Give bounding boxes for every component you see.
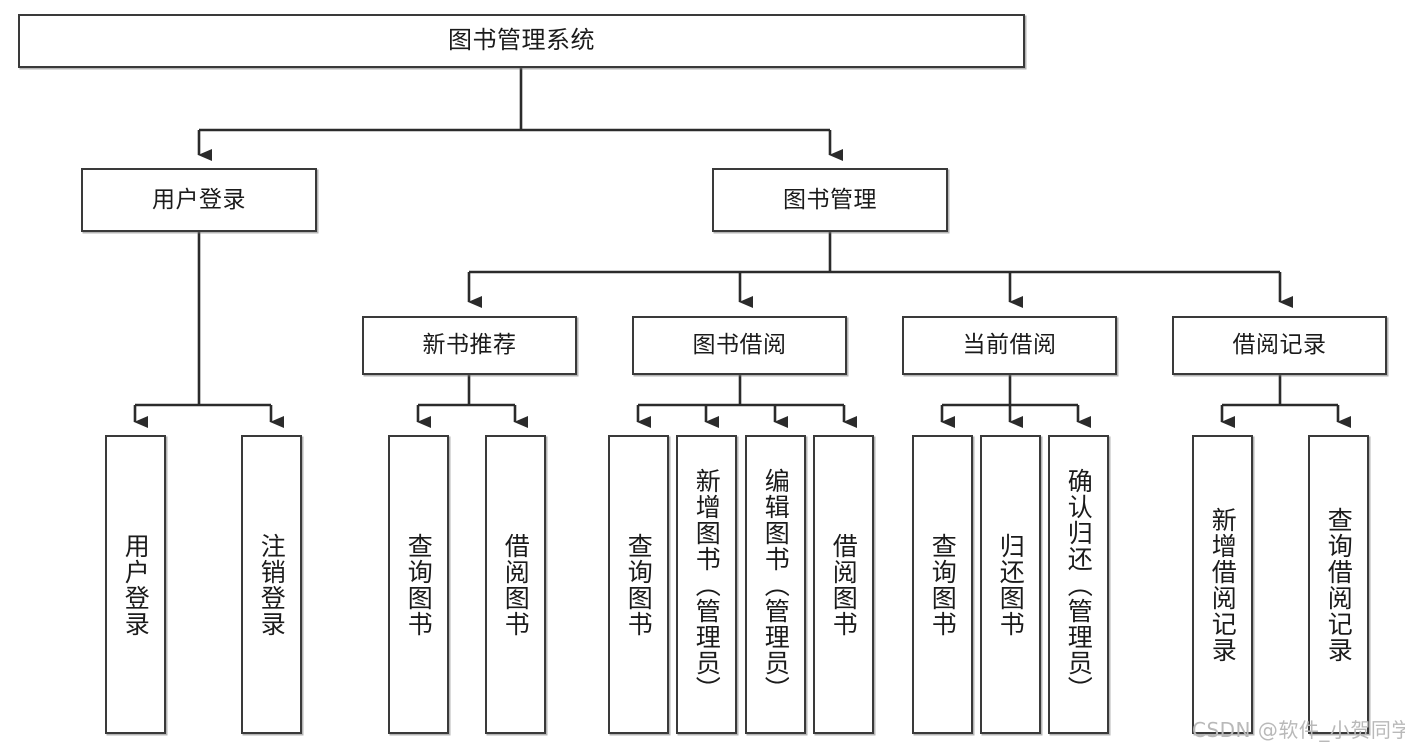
leaf-borrow-query-book[interactable]: 查询图书 xyxy=(608,435,669,734)
node-label: 用户登录 xyxy=(121,532,151,637)
node-label: 注销登录 xyxy=(257,532,287,637)
leaf-borrow-edit-book-admin[interactable]: 编辑图书（管理员） xyxy=(745,435,806,734)
node-book-management[interactable]: 图书管理 xyxy=(712,168,948,232)
node-label: 图书借阅 xyxy=(692,332,787,359)
node-book-borrow[interactable]: 图书借阅 xyxy=(632,316,847,375)
node-label: 确认归还（管理员） xyxy=(1064,467,1094,702)
leaf-recommend-query-book[interactable]: 查询图书 xyxy=(388,435,449,734)
leaf-user-login[interactable]: 用户登录 xyxy=(105,435,166,734)
leaf-current-return-book[interactable]: 归还图书 xyxy=(980,435,1041,734)
leaf-current-query-book[interactable]: 查询图书 xyxy=(912,435,973,734)
node-label: 图书管理系统 xyxy=(448,26,595,55)
node-user-login[interactable]: 用户登录 xyxy=(81,168,317,232)
node-label: 新增借阅记录 xyxy=(1208,506,1238,663)
node-label: 查询图书 xyxy=(404,532,434,637)
node-borrow-record[interactable]: 借阅记录 xyxy=(1172,316,1387,375)
node-label: 编辑图书（管理员） xyxy=(761,467,791,702)
node-label: 查询图书 xyxy=(624,532,654,637)
leaf-borrow-add-book-admin[interactable]: 新增图书（管理员） xyxy=(676,435,737,734)
leaf-current-confirm-return-admin[interactable]: 确认归还（管理员） xyxy=(1048,435,1109,734)
leaf-borrow-borrow-book[interactable]: 借阅图书 xyxy=(813,435,874,734)
node-label: 用户登录 xyxy=(152,186,246,213)
node-root-book-management-system[interactable]: 图书管理系统 xyxy=(18,14,1025,68)
node-new-book-recommend[interactable]: 新书推荐 xyxy=(362,316,577,375)
node-label: 新书推荐 xyxy=(422,332,517,359)
node-label: 查询借阅记录 xyxy=(1324,506,1354,663)
node-current-borrow[interactable]: 当前借阅 xyxy=(902,316,1117,375)
node-label: 借阅图书 xyxy=(829,532,859,637)
node-label: 借阅图书 xyxy=(501,532,531,637)
leaf-record-query[interactable]: 查询借阅记录 xyxy=(1308,435,1369,734)
node-label: 归还图书 xyxy=(996,532,1026,637)
csdn-watermark: CSDN @软件_小贺同学 xyxy=(1192,718,1405,742)
node-label: 借阅记录 xyxy=(1232,332,1327,359)
leaf-record-add[interactable]: 新增借阅记录 xyxy=(1192,435,1253,734)
leaf-recommend-borrow-book[interactable]: 借阅图书 xyxy=(485,435,546,734)
node-label: 当前借阅 xyxy=(962,332,1057,359)
node-label: 查询图书 xyxy=(928,532,958,637)
leaf-user-logout[interactable]: 注销登录 xyxy=(241,435,302,734)
node-label: 图书管理 xyxy=(783,186,877,213)
node-label: 新增图书（管理员） xyxy=(692,467,722,702)
